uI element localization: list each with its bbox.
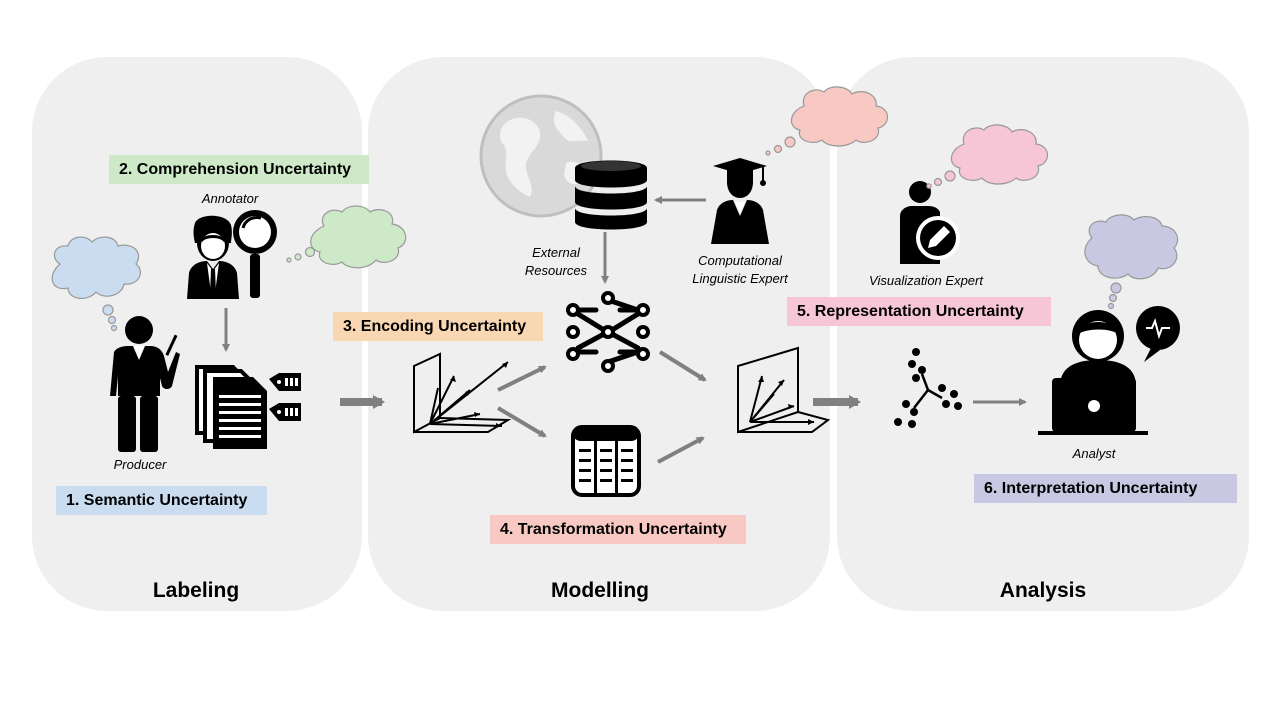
expert-line-1: Computational [698,253,782,268]
thought-cloud-icon [286,205,407,269]
badge-comprehension-uncertainty: 2. Comprehension Uncertainty [109,155,369,184]
producer-label: Producer [113,457,167,472]
external-resources-line-2: Resources [524,263,588,278]
magnifier-icon [233,210,277,298]
thought-cloud-icon [51,236,141,332]
producer-icon [110,316,180,452]
vector-space-icon [737,346,831,434]
graduate-icon [711,158,769,244]
database-icon [575,160,647,230]
laptop-icon [1038,378,1148,435]
arrow-vector-to-table [496,406,547,438]
labeling-panel [32,57,362,611]
arrow-table-to-vector [657,436,705,464]
analyst-label: Analyst [1072,446,1116,461]
external-resources-line-1: External [532,245,580,260]
neural-network-icon [566,291,650,373]
vis-expert-label: Visualization Expert [869,273,983,288]
stage-modelling: Modelling [551,579,649,602]
arrow-network-to-vector [658,350,707,382]
stage-analysis: Analysis [999,579,1087,602]
thought-cloud-icon [765,86,889,156]
thought-cloud-icon [926,124,1049,189]
expert-label: Computational Linguistic Expert [675,252,805,288]
stage-labeling: Labeling [152,579,240,602]
badge-representation-uncertainty: 5. Representation Uncertainty [787,297,1051,326]
arrow-vector-to-network [497,365,547,392]
badge-interpretation-uncertainty: 6. Interpretation Uncertainty [974,474,1237,503]
badge-transformation-uncertainty: 4. Transformation Uncertainty [490,515,746,544]
expert-line-2: Linguistic Expert [692,271,788,286]
annotator-label: Annotator [201,191,259,206]
vector-space-icon [413,352,512,434]
scatter-icon [894,348,962,428]
badge-semantic-uncertainty: 1. Semantic Uncertainty [56,486,267,515]
thought-cloud-icon [1084,214,1179,310]
table-icon [571,425,641,497]
annotator-icon [187,215,239,299]
vis-expert-icon [900,181,960,264]
badge-encoding-uncertainty: 3. Encoding Uncertainty [333,312,543,341]
external-resources-label: External Resources [506,244,606,280]
documents-icon [195,365,301,449]
